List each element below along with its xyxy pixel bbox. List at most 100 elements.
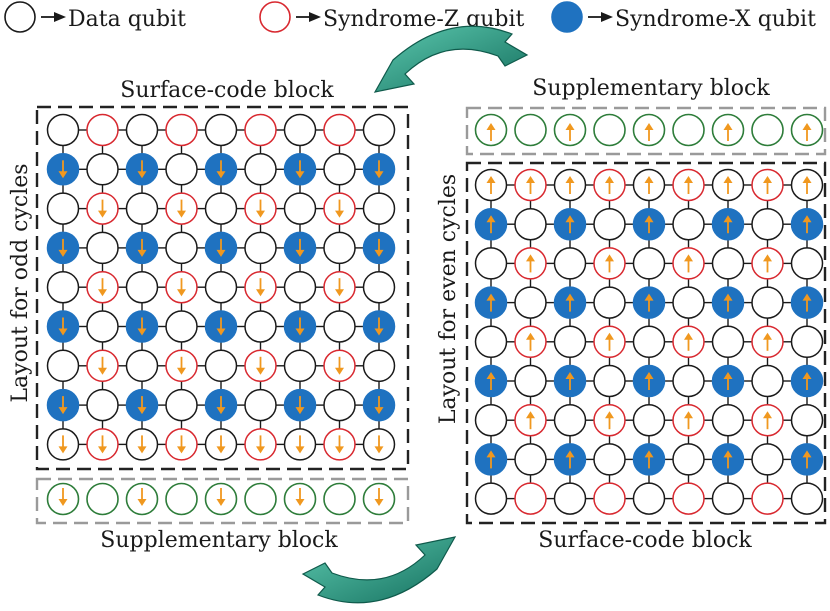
arrow-up-icon	[644, 176, 654, 183]
arrow-up-icon	[763, 411, 772, 419]
circular-swap-arrow-icon	[373, 25, 529, 93]
arrow-up-icon	[802, 123, 812, 130]
arrow-up-icon	[486, 215, 496, 223]
data-qubit	[86, 388, 119, 422]
data-qubit	[165, 153, 198, 186]
data-qubit	[362, 349, 396, 383]
arrow-down-icon	[374, 328, 384, 336]
arrow-up-icon	[486, 450, 496, 458]
arrow-down-icon	[256, 446, 265, 454]
data-qubit	[593, 286, 626, 319]
arrow-down-icon	[295, 249, 305, 257]
data-qubit	[165, 231, 198, 265]
arrow-up-icon	[526, 411, 535, 419]
data-qubit	[474, 482, 508, 515]
data-qubit	[474, 325, 508, 359]
legend-syndrome-x-qubit: Syndrome-X qubit	[551, 1, 816, 33]
arrow-down-icon	[137, 249, 147, 257]
arrow-up-icon	[565, 123, 575, 130]
surface-code-block-border	[35, 105, 410, 471]
data-qubit	[46, 192, 80, 225]
supplementary-block-border	[35, 477, 410, 525]
arrow-down-icon	[177, 367, 186, 375]
arrow-up-icon	[605, 332, 614, 340]
data-qubit	[514, 443, 547, 476]
supplementary-qubit	[672, 113, 705, 147]
syndrome-z-swatch	[259, 1, 291, 33]
data-qubit	[672, 207, 705, 241]
data-qubit	[474, 403, 508, 437]
arrow-down-icon	[216, 407, 226, 415]
arrow-down-icon	[58, 446, 68, 454]
arrow-down-icon	[216, 499, 226, 506]
arrow-down-icon	[137, 446, 147, 454]
arrow-down-icon	[58, 328, 68, 336]
data-qubit	[165, 310, 198, 343]
data-qubit	[323, 153, 356, 186]
data-qubit	[790, 403, 824, 437]
arrow-up-icon	[723, 215, 733, 223]
arrow-up-icon	[526, 254, 535, 262]
syndrome-z-qubit	[593, 482, 626, 515]
arrow-down-icon	[58, 171, 68, 179]
arrow-up-icon	[802, 450, 812, 458]
data-qubit	[204, 113, 238, 147]
arrow-down-icon	[335, 367, 344, 375]
data-qubit	[751, 207, 784, 241]
arrow-up-icon	[802, 293, 812, 301]
data-qubit	[46, 113, 80, 147]
data-qubit	[711, 482, 745, 515]
arrow-up-icon	[486, 293, 496, 301]
arrow-down-icon	[216, 328, 226, 336]
legend-data-qubit: Data qubit	[4, 1, 186, 33]
arrow-up-icon	[723, 372, 733, 379]
arrow-up-icon	[644, 215, 654, 223]
arrow-down-icon	[98, 210, 107, 218]
supplementary-qubit	[593, 113, 626, 147]
arrow-down-icon	[256, 210, 265, 218]
data-qubit	[125, 192, 159, 225]
data-qubit	[672, 286, 705, 319]
arrow-down-icon	[177, 289, 186, 297]
supplementary-qubit	[165, 482, 198, 516]
arrow-up-icon	[486, 123, 496, 130]
arrow-down-icon	[374, 407, 384, 415]
data-qubit	[86, 310, 119, 343]
arrow-up-icon	[802, 176, 812, 183]
arrow-up-icon	[723, 293, 733, 301]
data-qubit	[204, 192, 238, 225]
arrow-down-icon	[256, 289, 265, 297]
data-qubit	[711, 325, 745, 359]
data-qubit	[283, 270, 317, 304]
supplementary-qubit	[86, 482, 119, 516]
arrow-up-icon	[526, 332, 535, 340]
data-qubit	[711, 403, 745, 437]
arrow-down-icon	[137, 407, 147, 415]
data-qubit	[46, 270, 80, 304]
data-qubit	[790, 482, 824, 515]
right-lattice	[465, 106, 827, 525]
data-qubit	[204, 349, 238, 383]
arrow-down-icon	[98, 446, 107, 454]
left-side-label: Layout for odd cycles	[8, 163, 33, 402]
data-qubit	[553, 403, 587, 437]
data-qubit	[165, 388, 198, 422]
arrow-down-icon	[177, 210, 186, 218]
arrow-up-icon	[605, 176, 614, 183]
data-qubit	[553, 247, 587, 280]
data-qubit	[323, 231, 356, 265]
data-qubit	[632, 482, 666, 515]
arrow-up-icon	[684, 254, 693, 262]
arrow-up-icon	[565, 215, 575, 223]
arrow-down-icon	[177, 446, 186, 454]
arrow-up-icon	[763, 332, 772, 340]
data-qubit	[632, 247, 666, 280]
arrow-down-icon	[137, 171, 147, 179]
arrow-up-icon	[565, 372, 575, 379]
arrow-down-icon	[374, 249, 384, 257]
data-qubit	[790, 247, 824, 280]
left-bottom-block-label: Supplementary block	[100, 528, 338, 553]
arrow-down-icon	[137, 499, 147, 506]
syndrome-z-qubit	[751, 482, 784, 515]
